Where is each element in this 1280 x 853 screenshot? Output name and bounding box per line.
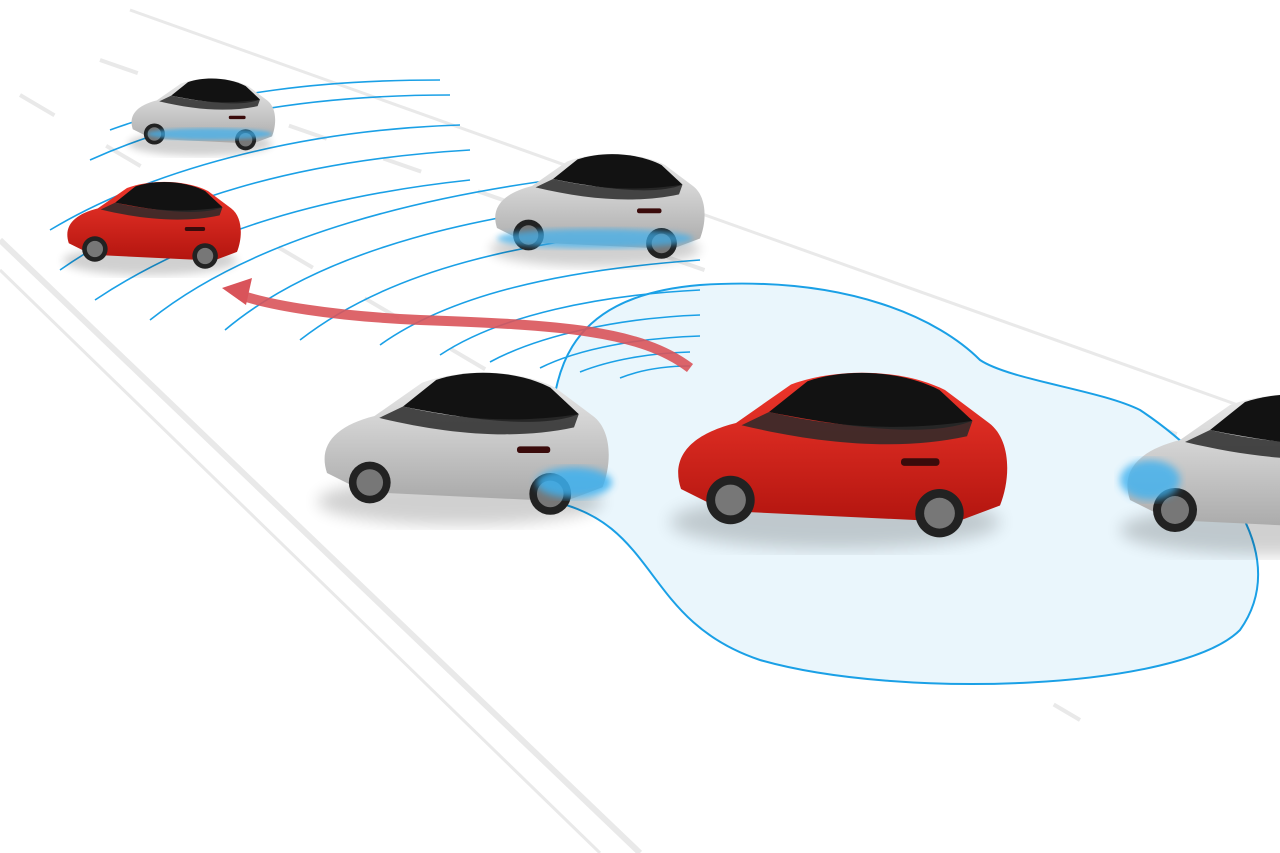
car-rear-right — [1120, 394, 1280, 555]
car-far-left-red — [63, 182, 241, 275]
arrow-head — [222, 278, 252, 305]
car-far-lead — [128, 78, 275, 155]
car-middle-lane — [490, 154, 705, 266]
lane-change-arrow-icon — [238, 290, 694, 372]
car-front-left — [318, 373, 612, 526]
